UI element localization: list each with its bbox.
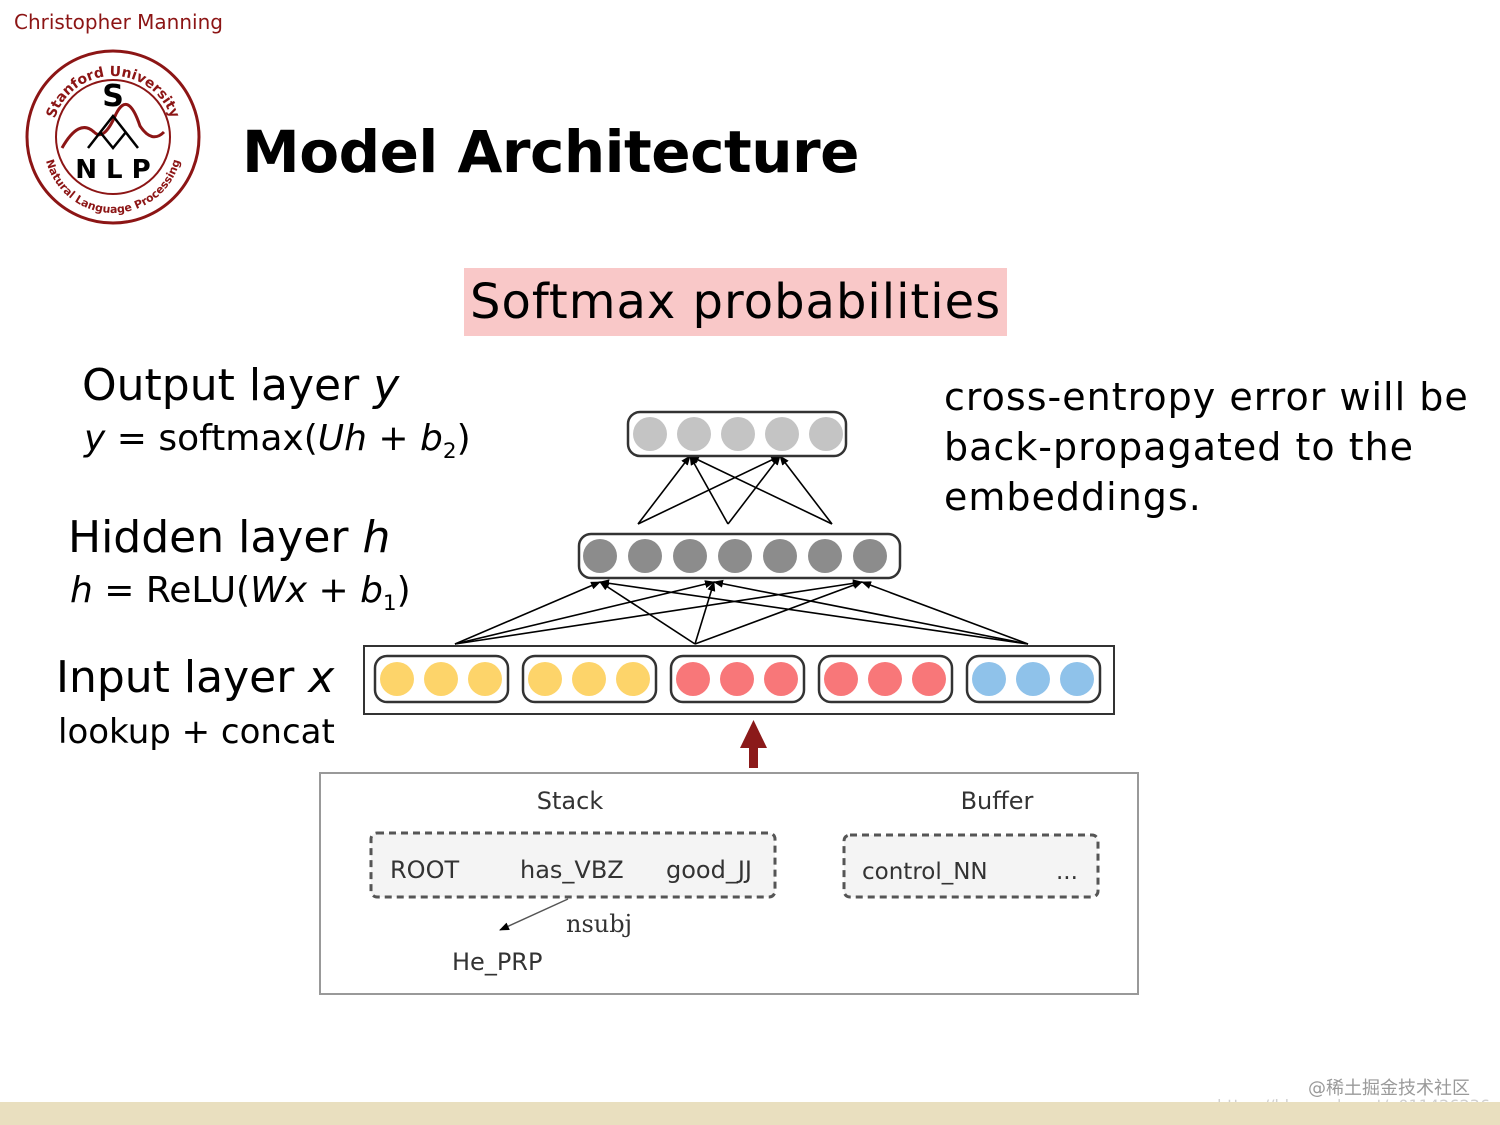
hidden-output-edge bbox=[689, 455, 833, 525]
input-hidden-edge bbox=[713, 579, 1029, 645]
output-node bbox=[765, 417, 799, 451]
input-node bbox=[380, 662, 414, 696]
slide-title: Model Architecture bbox=[242, 118, 859, 186]
hidden-node bbox=[673, 539, 707, 573]
input-node bbox=[972, 662, 1006, 696]
lookup-arrow-head bbox=[740, 720, 767, 748]
hidden-layer-equation: h = ReLU(Wx + b1) bbox=[70, 570, 411, 617]
output-node bbox=[633, 417, 667, 451]
output-node bbox=[677, 417, 711, 451]
buffer-label: Buffer bbox=[961, 787, 1034, 815]
input-node bbox=[764, 662, 798, 696]
stanford-nlp-logo: Stanford University Natural Language Pro… bbox=[25, 49, 201, 225]
input-node bbox=[616, 662, 650, 696]
buffer-box bbox=[842, 833, 1100, 899]
stack-label: Stack bbox=[537, 787, 604, 815]
svg-text:S: S bbox=[102, 79, 124, 114]
input-hidden-edge bbox=[599, 581, 696, 645]
hidden-node bbox=[718, 539, 752, 573]
input-node bbox=[676, 662, 710, 696]
svg-text:N L P: N L P bbox=[75, 155, 151, 185]
input-hidden-edge bbox=[454, 580, 715, 645]
stack-box bbox=[369, 831, 777, 899]
hidden-node bbox=[763, 539, 797, 573]
input-layer-title: Input layer x bbox=[56, 652, 335, 703]
input-hidden-edge bbox=[454, 579, 863, 645]
input-node bbox=[468, 662, 502, 696]
lookup-arrow-shaft bbox=[749, 746, 758, 768]
stack-item: good_JJ bbox=[666, 856, 752, 884]
stack-item: has_VBZ bbox=[520, 856, 624, 884]
dependency-arc bbox=[499, 898, 569, 931]
hidden-output-edge bbox=[727, 455, 781, 525]
hidden-output-edge bbox=[689, 455, 729, 525]
softmax-label: Softmax probabilities bbox=[464, 268, 1008, 336]
hidden-node bbox=[628, 539, 662, 573]
input-node bbox=[1060, 662, 1094, 696]
input-hidden-edge bbox=[861, 581, 1029, 645]
backprop-note: cross-entropy error will be back-propaga… bbox=[944, 375, 1469, 519]
input-node bbox=[868, 662, 902, 696]
buffer-item: control_NN bbox=[862, 859, 988, 885]
stack-item: ROOT bbox=[390, 856, 459, 884]
input-node bbox=[720, 662, 754, 696]
hidden-output-edge bbox=[637, 455, 691, 525]
input-hidden-edge bbox=[454, 581, 601, 645]
hidden-node bbox=[853, 539, 887, 573]
input-hidden-edge bbox=[599, 579, 1029, 645]
hidden-output-edge bbox=[779, 455, 833, 525]
author-name: Christopher Manning bbox=[14, 10, 223, 34]
output-layer-title: Output layer y bbox=[82, 360, 400, 411]
dependent-word: He_PRP bbox=[452, 948, 542, 976]
buffer-item: ... bbox=[1056, 859, 1078, 885]
input-hidden-edge bbox=[694, 581, 716, 645]
watermark: @稀土掘金技术社区 bbox=[1308, 1078, 1470, 1099]
input-node bbox=[824, 662, 858, 696]
footer-bar bbox=[0, 1102, 1500, 1125]
output-layer-equation: y = softmax(Uh + b2) bbox=[84, 418, 471, 465]
parser-configuration: Stack Buffer ROOT has_VBZ good_JJ contro… bbox=[319, 772, 1139, 995]
input-hidden-edge bbox=[694, 581, 863, 645]
output-node bbox=[721, 417, 755, 451]
input-node bbox=[572, 662, 606, 696]
input-node bbox=[1016, 662, 1050, 696]
hidden-node bbox=[583, 539, 617, 573]
input-layer-equation: lookup + concat bbox=[58, 712, 335, 752]
output-node bbox=[809, 417, 843, 451]
input-node bbox=[912, 662, 946, 696]
input-node bbox=[528, 662, 562, 696]
hidden-layer-title: Hidden layer h bbox=[68, 512, 391, 563]
relation-label: nsubj bbox=[566, 910, 632, 938]
input-node bbox=[424, 662, 458, 696]
hidden-node bbox=[808, 539, 842, 573]
